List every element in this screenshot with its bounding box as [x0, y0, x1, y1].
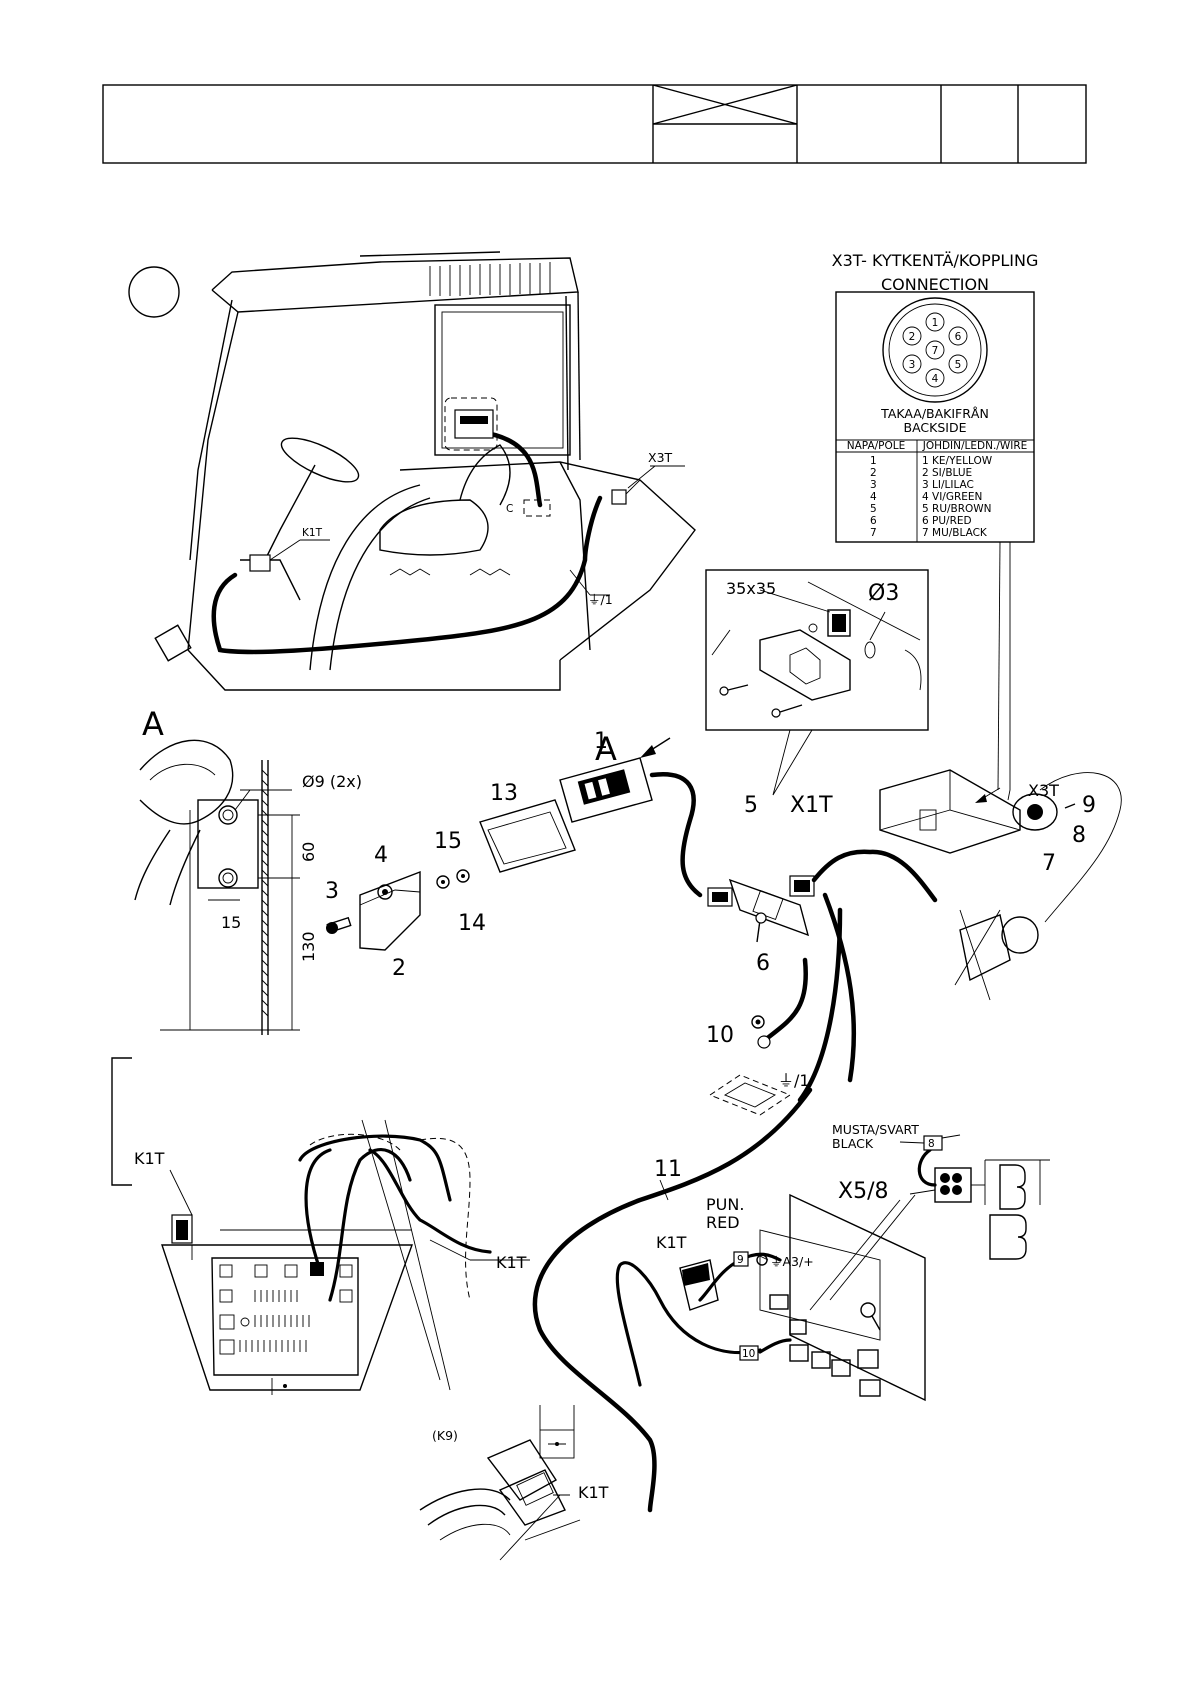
cab-ground-label: ⏚/1 [588, 592, 613, 607]
plate-detail [705, 569, 929, 796]
pin-5: 5 [955, 359, 962, 371]
pin-3: 3 [909, 359, 916, 371]
pin-4: 4 [932, 373, 939, 385]
part-number-8: 8 [1072, 823, 1086, 848]
part-number-6: 6 [756, 951, 770, 976]
row-pole: 1 [870, 455, 877, 467]
row-wire: 7 MU/BLACK [922, 527, 988, 539]
musta-label-1: MUSTA/SVART [832, 1122, 919, 1137]
lower-drawings [111, 1057, 1050, 1561]
cab-drawing [128, 251, 696, 691]
pin-6: 6 [955, 331, 962, 343]
view-label-1: TAKAA/BAKIFRÅN [880, 406, 989, 421]
musta-label-2: BLACK [832, 1136, 874, 1151]
bracket-view [134, 739, 300, 1035]
k1t-bottom-label: K1T [578, 1483, 609, 1502]
roof-vent [429, 262, 551, 296]
pin-7: 7 [932, 345, 939, 357]
dim-square-label: 35x35 [726, 579, 776, 598]
row-pole: 2 [870, 467, 877, 479]
view-label-2: BACKSIDE [904, 420, 967, 435]
row-pole: 6 [870, 515, 877, 527]
pun-label-1: PUN. [706, 1195, 744, 1214]
x3t-socket-label: X3T [1028, 781, 1059, 800]
dim-hole-label: Ø3 [868, 581, 899, 606]
bracket-hole-label: Ø9 (2x) [302, 772, 362, 791]
view-letter-left: A [142, 705, 164, 743]
row-wire: 1 KE/YELLOW [922, 455, 993, 467]
connection-title: X3T- KYTKENTÄ/KOPPLING [832, 251, 1039, 270]
pin-9-label: 9 [737, 1254, 744, 1266]
col-wire-header: JOHDIN/LEDN./WIRE [922, 440, 1028, 452]
pin-2: 2 [909, 331, 916, 343]
part-number-14: 14 [458, 911, 486, 936]
part-number-7: 7 [1042, 851, 1056, 876]
part-number-3: 3 [325, 879, 339, 904]
pun-label-2: RED [706, 1213, 740, 1232]
pin-10-label: 10 [742, 1348, 755, 1360]
k9-label: (K9) [432, 1428, 458, 1443]
dim-15-label: 15 [221, 913, 241, 932]
row-wire: 3 LI/LILAC [922, 479, 974, 491]
part-number-4: 4 [374, 843, 388, 868]
cab-k1t-label: K1T [302, 527, 323, 539]
row-pole: 3 [870, 479, 877, 491]
title-block [102, 84, 1087, 164]
part-number-15: 15 [434, 829, 462, 854]
row-pole: 5 [870, 503, 877, 515]
k1t-left-label: K1T [134, 1149, 165, 1168]
part-number-10: 10 [706, 1023, 734, 1048]
pin-8-label: 8 [928, 1138, 935, 1150]
row-wire: 2 SI/BLUE [922, 467, 972, 479]
pin-1: 1 [932, 317, 939, 329]
k1t-relay-label: K1T [656, 1233, 687, 1252]
connection-rows: 1 1 KE/YELLOW 2 2 SI/BLUE 3 3 LI/LILAC 4… [870, 455, 993, 539]
part-number-1: 1 [594, 729, 608, 754]
relay-blocks [769, 1294, 881, 1397]
row-wire: 4 VI/GREEN [922, 491, 982, 503]
x58-label: X5/8 [838, 1179, 888, 1204]
row-pole: 4 [870, 491, 877, 503]
k1t-fuse-label: K1T [496, 1253, 527, 1272]
row-wire: 5 RU/BROWN [922, 503, 992, 515]
part-number-5: 5 [744, 793, 758, 818]
a3-label: ⏚A3/+ [770, 1254, 814, 1269]
cab-c-label: C [506, 503, 513, 515]
x3t-connection-box [835, 291, 1035, 543]
part-number-2: 2 [392, 956, 406, 981]
fuse-grid [219, 1262, 353, 1355]
x1t-label: X1T [790, 793, 833, 818]
ground-label: ⏚/1 [778, 1071, 810, 1090]
cab-x3t-label: X3T [648, 450, 673, 465]
row-pole: 7 [870, 527, 877, 539]
part-number-11: 11 [654, 1157, 682, 1182]
part-number-13: 13 [490, 781, 518, 806]
connection-subtitle: CONNECTION [881, 275, 989, 294]
dim-60-label: 60 [299, 842, 318, 862]
part-number-9: 9 [1082, 793, 1096, 818]
col-pole-header: NAPA/POLE [847, 440, 906, 452]
view-letter-center: A [595, 730, 617, 768]
dim-130-label: 130 [299, 931, 318, 962]
exploded-parts [326, 737, 1122, 1116]
row-wire: 6 PU/RED [922, 515, 972, 527]
